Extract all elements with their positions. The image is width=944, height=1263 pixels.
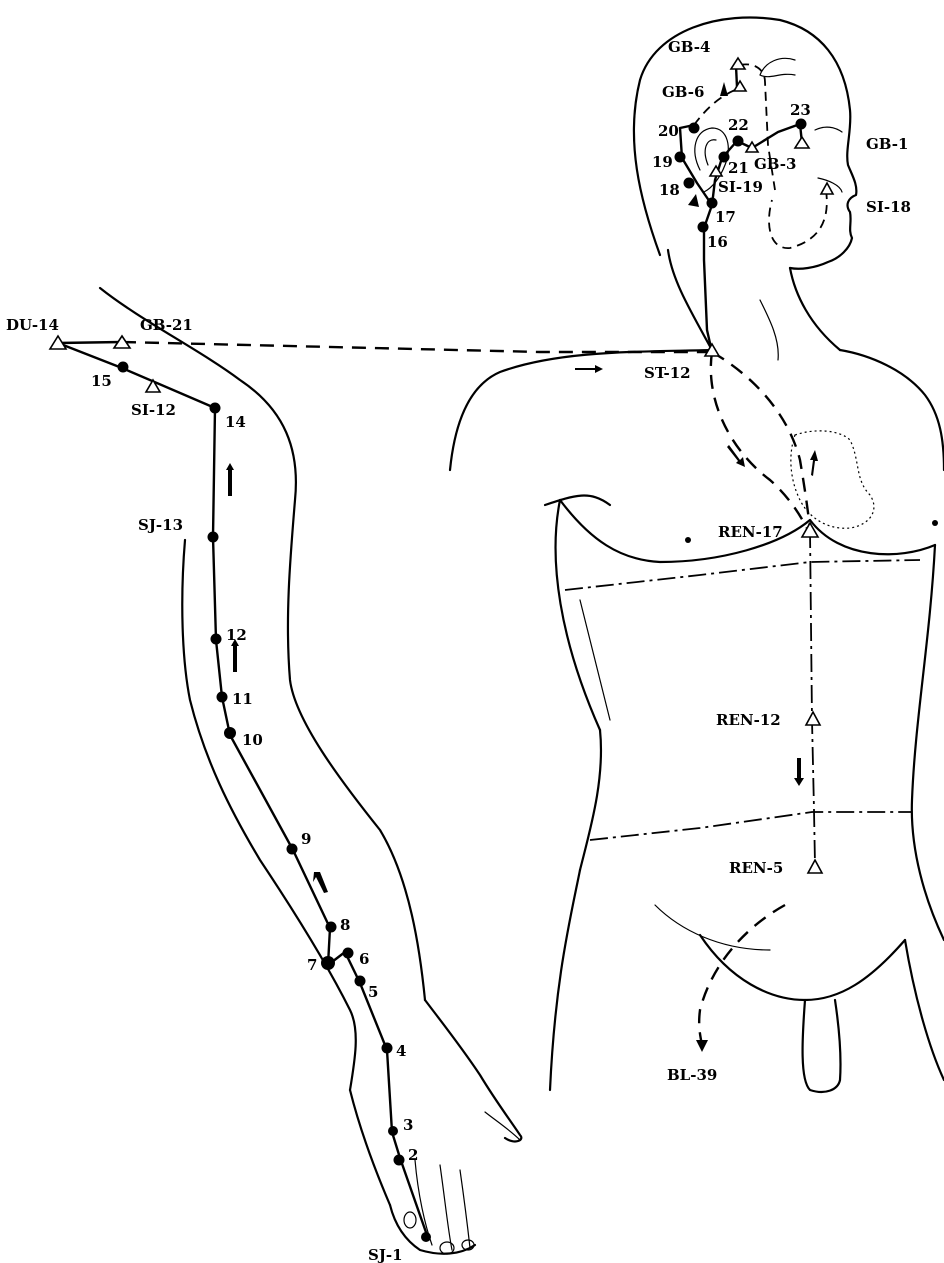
label-sj13: SJ-13 [138,516,183,534]
point-si12 [146,380,160,392]
point-sj7 [321,956,335,970]
point-sj14 [210,403,221,414]
point-sj9 [287,844,298,855]
label-sj-8: 8 [340,916,350,934]
label-sj-3: 3 [403,1116,413,1134]
nipple-right [932,520,938,526]
label-sj-10: 10 [242,731,263,749]
point-sj18 [684,178,695,189]
point-sj16 [698,222,709,233]
arm-figure [100,288,521,1254]
label-sj-14: 14 [225,413,246,431]
label-sj-5: 5 [368,983,378,1001]
torso-figure [450,18,944,1092]
label-sj-15: 15 [91,372,112,390]
sanjiao-meridian-line [58,66,802,1238]
internal-pathways [122,64,920,1045]
point-labels: DU-14 GB-21 SI-12 SJ-13 SJ-1 ST-12 REN-1… [6,38,911,1263]
point-sj6 [343,948,354,959]
hand-outline [425,1000,521,1141]
point-sj11 [217,692,228,703]
label-st12: ST-12 [644,364,691,382]
label-si18: SI-18 [866,198,911,216]
label-sj-2: 2 [408,1146,418,1164]
point-sj13 [208,532,219,543]
arrow-up-icon [313,872,328,893]
point-sj19 [675,152,686,163]
label-sj-21: 21 [728,159,749,177]
point-sj20 [689,123,700,134]
label-sj-22: 22 [728,116,749,134]
label-sj-6: 6 [359,950,369,968]
label-gb4: GB-4 [668,38,710,56]
label-sj-23: 23 [790,101,811,119]
label-ren12: REN-12 [716,711,781,729]
label-sj-11: 11 [232,690,253,708]
shoulder-to-st12-pathway [122,342,712,352]
nipple-left [685,537,691,543]
label-gb6: GB-6 [662,83,704,101]
point-sj23 [796,119,807,130]
point-ren12 [806,712,820,725]
label-gb1: GB-1 [866,135,908,153]
arrow-up-icon [226,463,234,496]
label-sj-20: 20 [658,122,679,140]
lower-body-outline [803,1000,841,1092]
label-gb21: GB-21 [140,316,193,334]
point-sj3 [388,1126,398,1136]
label-sj-19: 19 [652,153,673,171]
label-sj-7: 7 [307,956,317,974]
point-sj17 [707,198,718,209]
label-ren17: REN-17 [718,523,783,541]
label-sj1: SJ-1 [368,1246,403,1263]
label-sj-17: 17 [715,208,736,226]
arrow-down-icon [794,758,804,786]
point-gb1 [795,137,809,148]
flow-arrows [226,82,818,1052]
label-bl39: BL-39 [667,1066,717,1084]
label-sj-18: 18 [659,181,680,199]
point-sj1 [421,1232,431,1242]
point-si18 [821,183,833,194]
label-du14: DU-14 [6,316,59,334]
point-sj4 [382,1043,393,1054]
label-gb3: GB-3 [754,155,796,173]
point-sj5 [355,976,366,987]
label-sj-12: 12 [226,626,247,644]
point-sj2 [394,1155,405,1166]
label-ren5: REN-5 [729,859,783,877]
point-sj22 [733,136,744,147]
arrow-up-icon [720,82,728,96]
point-ren5 [808,860,822,873]
point-gb4 [731,58,745,69]
arrow-up-icon [688,194,699,207]
label-si19: SI-19 [718,178,763,196]
point-sj10 [224,727,236,739]
label-sj-16: 16 [707,233,728,251]
label-sj-4: 4 [396,1042,406,1060]
arrow-down-icon [727,445,745,467]
point-sj8 [326,922,337,933]
label-sj-9: 9 [301,830,311,848]
point-sj12 [211,634,222,645]
point-sj15 [118,362,129,373]
arrow-right-icon [575,365,603,373]
arrow-up-icon [810,450,818,476]
ren-vertical-pathway [810,530,815,865]
label-si12: SI-12 [131,401,176,419]
to-bl39-pathway [699,905,785,1045]
arrow-down-icon [696,1040,708,1052]
